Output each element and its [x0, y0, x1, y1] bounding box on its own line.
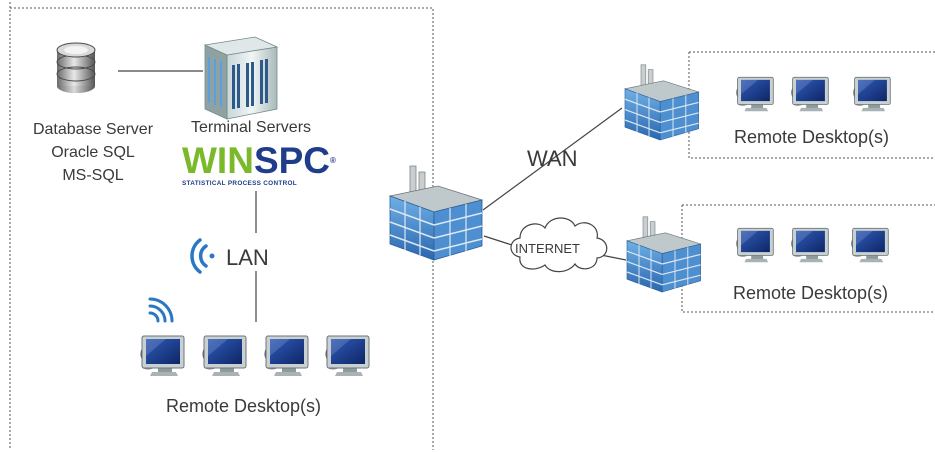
lan-label: LAN — [226, 245, 269, 270]
database-server-line: MS-SQL — [62, 167, 124, 184]
office-building-icon — [626, 216, 702, 293]
computer-icon — [736, 76, 774, 112]
internet-link-left — [483, 235, 516, 247]
cloud-icon — [510, 217, 608, 273]
database-server-line: Oracle SQL — [51, 144, 135, 161]
computer-icon — [736, 227, 774, 263]
remote-desktops-bottom-label: Remote Desktop(s) — [733, 283, 889, 303]
internet-label: INTERNET — [515, 241, 580, 256]
computer-icon — [791, 76, 829, 112]
remote-site-top-boundary — [688, 51, 935, 159]
wan-link — [482, 107, 623, 211]
logo-word-green: WIN — [182, 140, 254, 181]
computer-icon — [202, 335, 247, 377]
logo-word-blue: SPC — [253, 140, 331, 181]
logo-registered: ® — [330, 156, 336, 165]
database-icon — [56, 42, 96, 93]
remote-desktops-main-label: Remote Desktop(s) — [166, 396, 322, 416]
computer-icon — [791, 227, 829, 263]
remote-desktops-top-label: Remote Desktop(s) — [734, 127, 890, 147]
office-building-icon — [624, 64, 700, 141]
main-site-boundary — [9, 2, 434, 450]
office-building-icon — [389, 165, 483, 261]
terminal-servers-label: Terminal Servers — [190, 119, 312, 136]
wan-label: WAN — [527, 146, 578, 171]
database-server-label: Database Server Oracle SQL MS-SQL — [26, 118, 160, 187]
computer-icon — [140, 335, 185, 377]
computer-icon — [325, 335, 370, 377]
logo-tagline: STATISTICAL PROCESS CONTROL — [182, 180, 297, 187]
computer-icon — [264, 335, 309, 377]
database-server-line: Database Server — [32, 121, 154, 138]
wifi-icon — [190, 238, 215, 274]
terminal-server-icon — [203, 36, 279, 120]
computer-icon — [853, 76, 891, 112]
wifi-icon — [148, 297, 174, 323]
computer-icon — [851, 227, 889, 263]
winspc-logo: WINSPC® STATISTICAL PROCESS CONTROL — [182, 140, 336, 187]
